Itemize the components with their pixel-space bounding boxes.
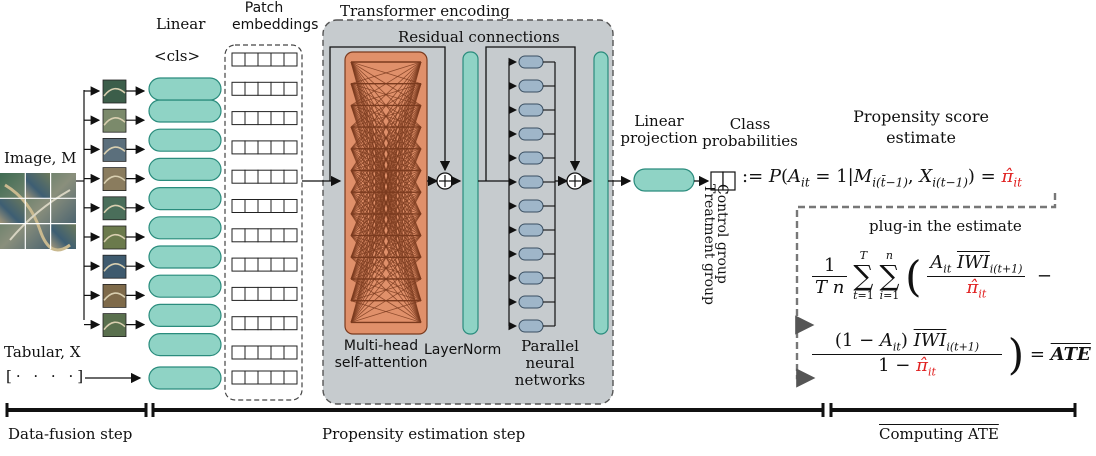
patch-linear-box <box>148 303 222 327</box>
parallel-nn-label: Parallel neural networks <box>514 337 586 389</box>
treatment-group-label: Treatment group <box>701 184 717 306</box>
embedding-vector <box>231 286 298 301</box>
attention-edge <box>350 213 422 323</box>
attention-edge <box>350 126 422 323</box>
patch-linear-box <box>148 274 222 298</box>
embedding-vector <box>231 345 298 360</box>
class-prob-treatment <box>722 171 736 191</box>
embedding-vector <box>231 52 298 67</box>
embedding-vector <box>231 228 298 243</box>
step-bracket-computing-ate <box>829 403 1077 417</box>
transformer-encoding-title: Transformer encoding <box>340 2 510 20</box>
linear-projection-label: Linear projection <box>620 112 698 147</box>
tabular-input-label: Tabular, X <box>4 343 81 361</box>
parallel-nn-node <box>508 271 555 285</box>
parallel-nn-node <box>508 175 555 189</box>
image-input-label: Image, M <box>4 149 77 167</box>
step-bracket-data-fusion <box>5 403 148 417</box>
attention-edge <box>350 61 422 128</box>
patch-linear-box <box>148 333 222 357</box>
patch-linear-box <box>148 99 222 123</box>
embedding-vector <box>231 199 298 213</box>
attention-edge <box>350 83 422 323</box>
step-label-propensity: Propensity estimation step <box>322 425 526 443</box>
parallel-nn-node <box>508 295 555 309</box>
patch-row <box>84 313 222 357</box>
patch-linear-box <box>148 128 222 152</box>
patch-row <box>84 79 222 123</box>
parallel-nn-node <box>508 103 555 117</box>
patch-linear-box <box>148 187 222 211</box>
attention-edge <box>350 61 422 301</box>
parallel-nn-node <box>508 55 555 69</box>
parallel-nn-node <box>508 223 555 237</box>
parallel-nn-node <box>508 127 555 141</box>
patch-row <box>84 283 222 327</box>
cls-linear-box <box>148 77 222 101</box>
satellite-image <box>0 173 76 252</box>
residual-connections-label: Residual connections <box>398 28 560 46</box>
linear-label: Linear <box>156 15 206 33</box>
layernorm-2 <box>593 51 609 335</box>
linear-projection-box <box>633 168 695 192</box>
multi-head-attention-label: Multi-head self-attention <box>334 338 428 371</box>
patch-linear-box <box>148 245 222 269</box>
ate-formula-line2: (1 − Ait) IWIi(t+1)1 − π̂it ) = ATE <box>812 330 1091 379</box>
embedding-vector <box>231 111 298 126</box>
tabular-vector: [· · · ·] <box>6 367 88 385</box>
attention-edge <box>350 61 422 215</box>
class-probabilities-label: Class probabilities <box>702 115 798 150</box>
step-bracket-propensity <box>151 403 825 417</box>
patch-embeddings-label: Patch embeddings <box>232 0 319 33</box>
attention-edge <box>350 170 422 323</box>
patch-row <box>84 167 222 211</box>
layernorm-1 <box>462 51 479 335</box>
layernorm-label: LayerNorm <box>424 342 502 358</box>
plug-in-label: plug-in the estimate <box>869 217 1022 235</box>
parallel-nn-node <box>508 79 555 93</box>
embedding-vector <box>231 169 298 184</box>
patch-row <box>84 137 222 181</box>
cls-token-label: <cls> <box>154 47 201 65</box>
patch-row <box>84 108 222 152</box>
propensity-estimate-label: Propensity score estimate <box>853 107 989 147</box>
attention-edge <box>350 61 422 258</box>
patch-linear-box <box>148 157 222 181</box>
tabular-linear-box <box>148 366 222 390</box>
embedding-vector <box>231 140 298 155</box>
embedding-vector <box>231 316 298 331</box>
parallel-nn-node <box>508 199 555 213</box>
parallel-nn-node <box>508 151 555 165</box>
attention-edge <box>350 300 422 323</box>
patch-embeddings-box <box>224 44 303 401</box>
attention-edge <box>350 257 422 323</box>
patch-linear-box <box>148 216 222 240</box>
embedding-vector <box>231 81 298 96</box>
attention-edge <box>350 61 422 85</box>
patch-row <box>84 225 222 269</box>
parallel-nn-node <box>508 319 555 333</box>
patch-row <box>84 254 222 298</box>
step-label-data-fusion: Data-fusion step <box>8 425 133 443</box>
parallel-nn-node <box>508 247 555 261</box>
step-label-computing-ate: Computing ATE <box>879 425 999 443</box>
embedding-vector <box>231 370 298 385</box>
propensity-formula: := P(Ait = 1|Mi(t̄−1), Xi(t−1)) = π̂it <box>742 166 1022 190</box>
attention-edge <box>350 61 422 171</box>
embedding-vector <box>231 257 298 272</box>
patch-row <box>84 196 222 240</box>
